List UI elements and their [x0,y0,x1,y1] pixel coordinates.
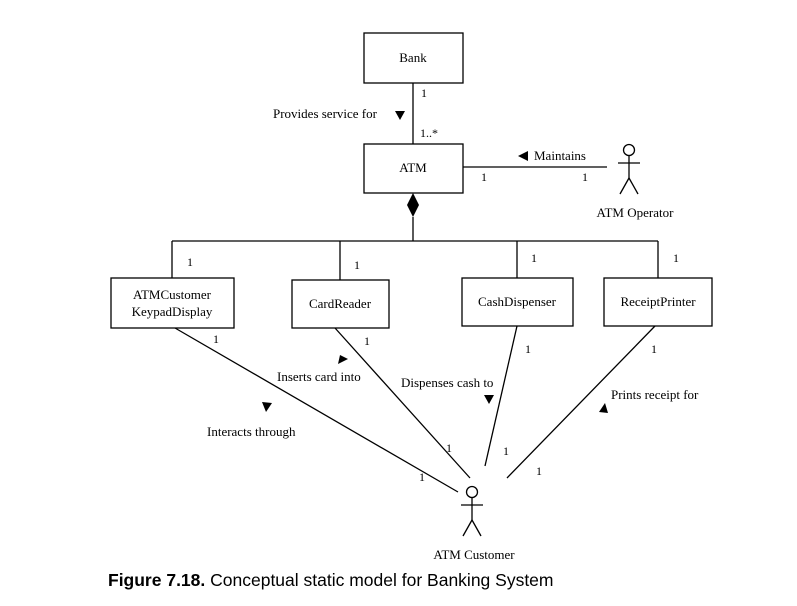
mult-printer-bottom: 1 [651,342,657,356]
bank-class [363,32,464,84]
inserts-card-label: Inserts card into [277,369,361,384]
figure-number: Figure 7.18. [108,570,206,590]
mult-customer-reader: 1 [446,441,452,455]
prints-direction-arrow [599,403,608,413]
receipt-printer-class-name: ReceiptPrinter [620,294,696,309]
dispenses-direction-arrow [484,395,494,404]
mult-customer-keypad: 1 [419,470,425,484]
mult-dispenser-bottom: 1 [525,342,531,356]
keypad-class-name-line1: ATMCustomer [133,287,212,302]
mult-atm-bank: 1..* [420,126,438,140]
dispenser-customer-association [484,325,518,467]
cash-dispenser-class [461,277,574,327]
printer-customer-association [506,325,656,479]
mult-bank-atm: 1 [421,86,427,100]
card-reader-class [291,279,390,329]
atm-class [363,143,464,194]
mult-atm-operator: 1 [481,170,487,184]
mult-printer-top: 1 [673,251,679,265]
atm-operator-label: ATM Operator [597,205,675,220]
interacts-direction-arrow [262,402,272,412]
receipt-printer-class [603,277,713,327]
figure-caption-text: Conceptual static model for Banking Syst… [205,570,554,590]
maintains-direction-arrow [518,151,528,161]
figure-caption: Figure 7.18. Conceptual static model for… [108,570,554,591]
mult-customer-dispenser: 1 [503,444,509,458]
mult-operator-atm: 1 [582,170,588,184]
bank-class-name: Bank [399,50,427,65]
atm-customer-label: ATM Customer [433,547,515,562]
dispenses-cash-label: Dispenses cash to [401,375,493,390]
mult-dispenser-top: 1 [531,251,537,265]
mult-keypad-bottom: 1 [213,332,219,346]
mult-keypad-top: 1 [187,255,193,269]
keypad-class-name-line2: KeypadDisplay [132,304,213,319]
mult-customer-printer: 1 [536,464,542,478]
atm-customer-keypad-display-class [110,277,235,329]
mult-reader-top: 1 [354,258,360,272]
inserts-direction-arrow [338,355,348,364]
keypad-customer-association [174,327,459,493]
provides-service-label: Provides service for [273,106,378,121]
atm-customer-actor-icon [461,485,483,537]
prints-receipt-label: Prints receipt for [611,387,699,402]
provides-direction-arrow [395,111,405,120]
atm-class-name: ATM [399,160,427,175]
atm-operator-actor-icon [618,143,640,195]
reader-customer-association [334,327,471,479]
maintains-label: Maintains [534,148,586,163]
mult-reader-bottom: 1 [364,334,370,348]
cash-dispenser-class-name: CashDispenser [478,294,557,309]
card-reader-class-name: CardReader [309,296,372,311]
interacts-through-label: Interacts through [207,424,296,439]
composition-diamond [407,193,419,217]
